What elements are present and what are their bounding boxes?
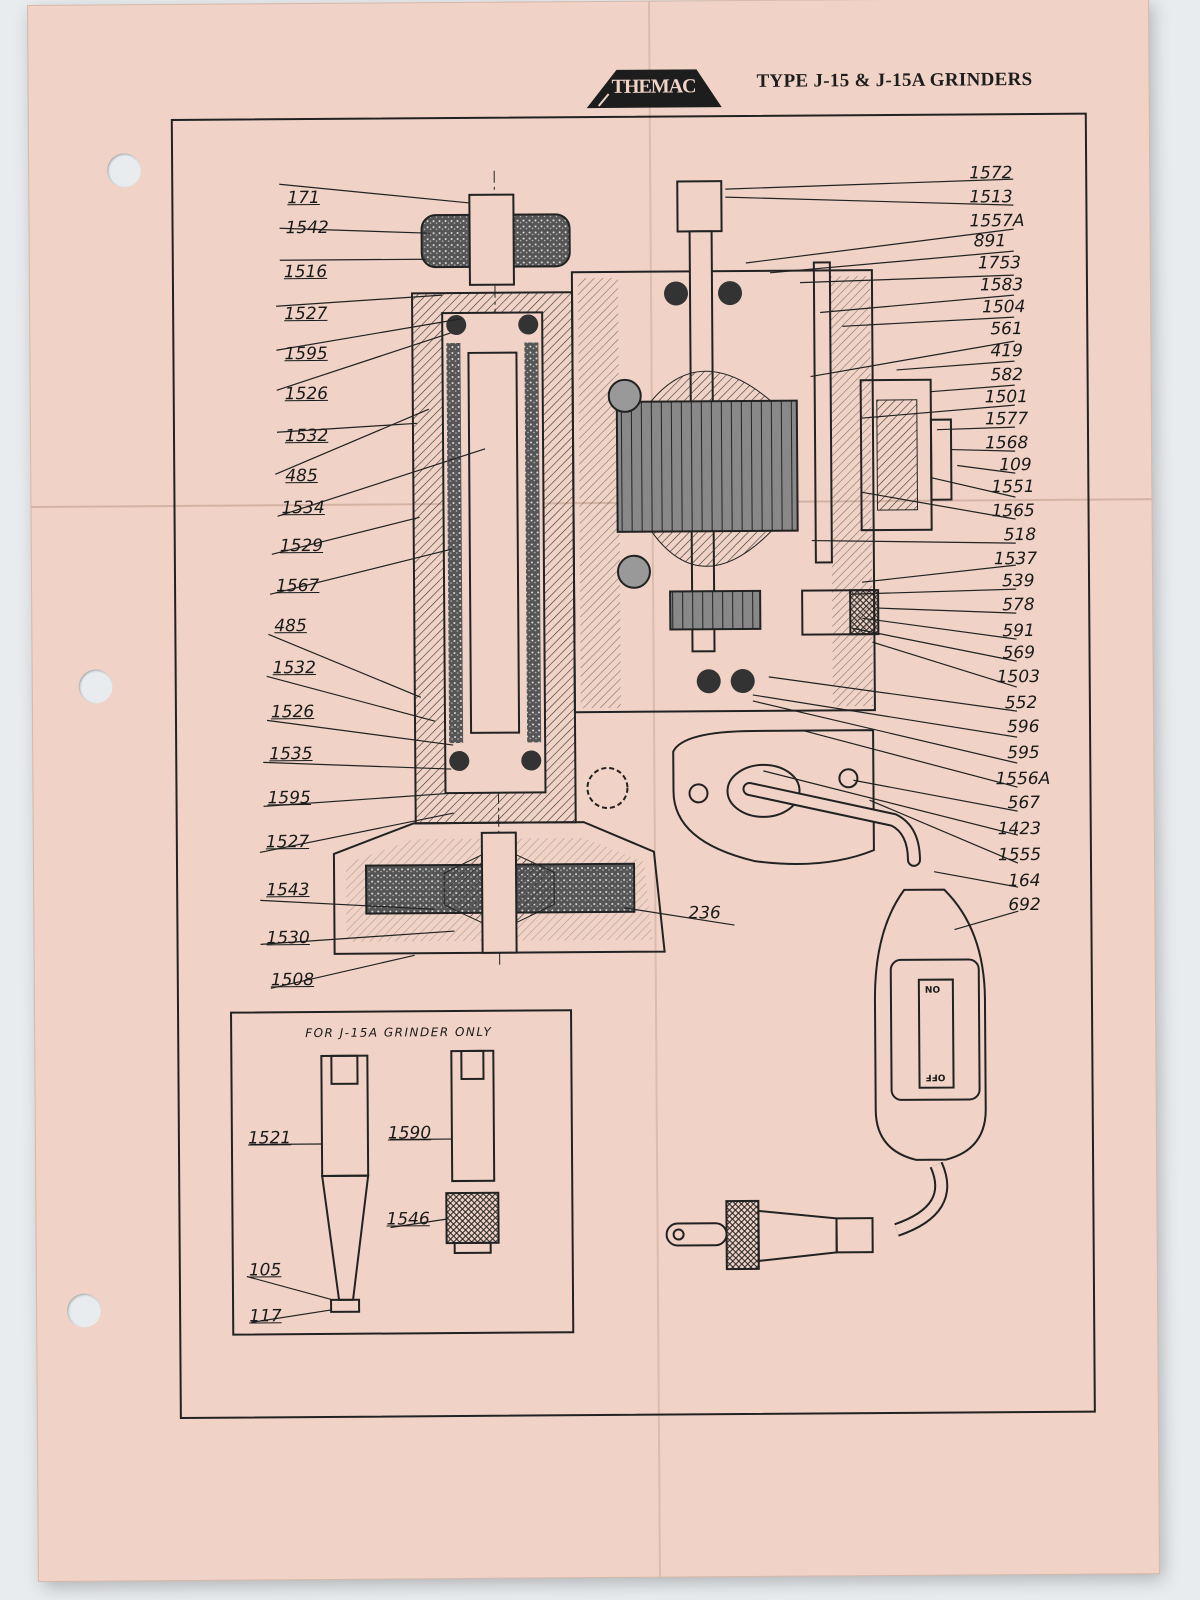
part-label: 1527 <box>284 303 328 325</box>
part-label: 567 <box>1007 792 1041 814</box>
part-label: 518 <box>1003 524 1037 546</box>
part-label: 1516 <box>283 261 328 283</box>
part-label: 1526 <box>270 702 315 723</box>
part-label: 1535 <box>269 744 313 765</box>
part-label: 1521 <box>247 1128 292 1149</box>
part-label: 171 <box>287 187 320 209</box>
part-label: 1551 <box>991 476 1035 498</box>
part-label: 1543 <box>266 880 310 901</box>
part-label: 1753 <box>977 253 1022 274</box>
part-label: 1529 <box>279 535 324 557</box>
part-label: 1527 <box>265 832 310 853</box>
themac-logo <box>586 69 722 109</box>
part-label: 1534 <box>281 497 325 519</box>
part-label: 164 <box>1008 870 1041 892</box>
part-label: 1526 <box>284 383 329 405</box>
part-label: 1583 <box>979 275 1024 296</box>
part-label: 552 <box>1004 692 1038 714</box>
part-label: 578 <box>1002 594 1035 616</box>
part-label: 1556A <box>995 768 1051 790</box>
part-label: 582 <box>990 365 1024 386</box>
part-label: 569 <box>1002 642 1036 664</box>
part-label: 1595 <box>267 788 311 809</box>
part-label: 1423 <box>997 818 1042 840</box>
inset-title: FOR J-15A GRINDER ONLY <box>305 1024 493 1041</box>
part-label: 1577 <box>984 409 1029 430</box>
part-label: 485 <box>274 616 307 637</box>
switch-on-label: NO <box>924 985 941 996</box>
part-label: 1501 <box>984 387 1029 408</box>
motor-assembly <box>570 180 953 867</box>
part-label: 692 <box>1008 894 1041 916</box>
part-label: 1555 <box>997 844 1042 866</box>
part-label: 1503 <box>996 666 1041 688</box>
grinder-cross-section <box>230 170 1019 1336</box>
part-label: 1530 <box>266 928 310 949</box>
part-label: 539 <box>1001 570 1035 592</box>
inset-box <box>230 1009 575 1336</box>
part-label: 1532 <box>284 425 329 447</box>
part-label: 485 <box>285 465 318 487</box>
part-label: 1542 <box>285 217 329 239</box>
part-label: 1513 <box>969 187 1013 208</box>
spindle-assembly <box>332 170 666 968</box>
part-label: 591 <box>1002 620 1035 642</box>
part-label: 105 <box>248 1260 282 1281</box>
part-label: 1546 <box>386 1209 430 1230</box>
part-label: 117 <box>249 1306 282 1327</box>
parts-sheet: THEMAC TYPE J-15 & J-15A GRINDERS <box>28 0 1159 1581</box>
part-label: 1565 <box>991 500 1035 522</box>
part-label: 1508 <box>270 970 315 991</box>
part-label: 1590 <box>387 1123 432 1144</box>
part-label: 561 <box>990 319 1023 340</box>
part-label: 419 <box>990 341 1023 362</box>
part-label: 1557A <box>969 211 1025 232</box>
part-label: 1572 <box>969 163 1013 184</box>
part-label: 236 <box>688 903 721 924</box>
switch-off-label: OFF <box>925 1071 946 1082</box>
part-label: 1532 <box>272 658 316 679</box>
part-label: 1595 <box>284 343 328 365</box>
part-label: 1567 <box>275 575 320 597</box>
part-label: 1537 <box>993 548 1038 570</box>
part-label: 595 <box>1007 742 1040 764</box>
switch-and-plug <box>665 888 987 1271</box>
part-label: 891 <box>973 231 1007 252</box>
part-label: 109 <box>999 455 1032 476</box>
leader-lines <box>246 178 1019 1324</box>
part-label: 596 <box>1006 716 1040 738</box>
part-label: 1568 <box>985 433 1029 454</box>
part-label: 1504 <box>982 297 1026 318</box>
